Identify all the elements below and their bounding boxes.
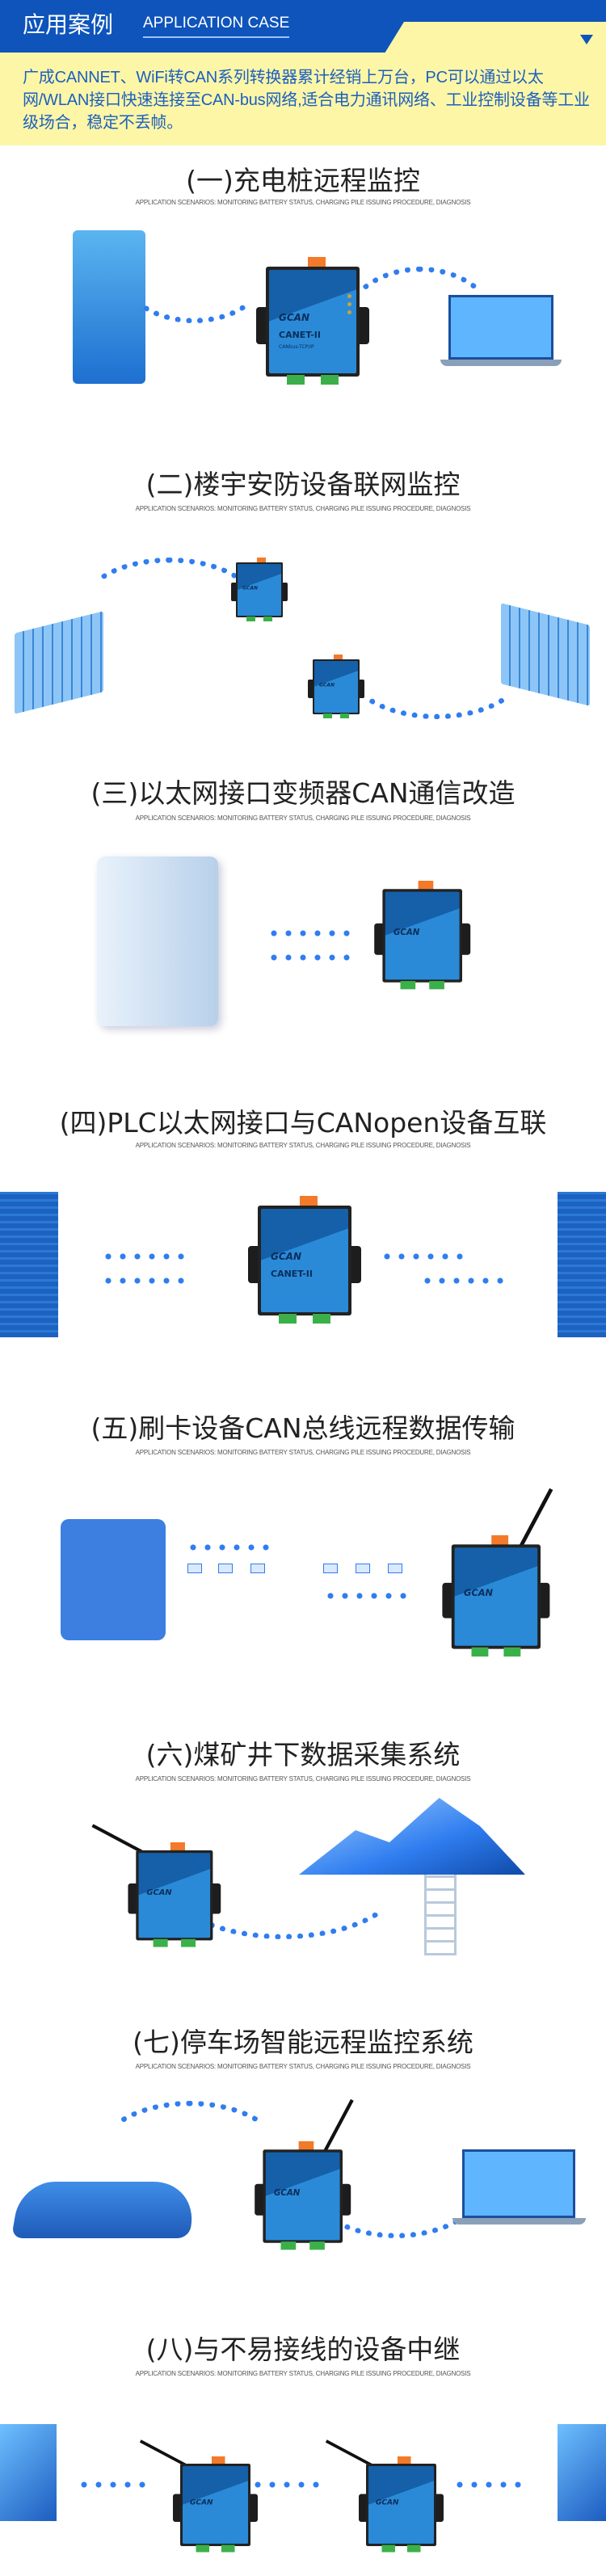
section-title-4: (四)PLC以太网接口与CANopen设备互联: [59, 1107, 547, 1139]
device-brand: GCAN: [279, 312, 309, 323]
laptop-base: [440, 360, 562, 366]
section-subtitle-4: APPLICATION SCENARIOS: MONITORING BATTER…: [135, 1142, 471, 1149]
section-subtitle-3: APPLICATION SCENARIOS: MONITORING BATTER…: [135, 814, 471, 822]
envelope-icon: [187, 1564, 202, 1573]
intro-text: 广成CANNET、WiFi转CAN系列转换器累计经销上万台，PC可以通过以太网/…: [0, 53, 606, 145]
envelope-icon: [250, 1564, 265, 1573]
canet-device: GCAN CANET-II CANbus-TCP/IP: [256, 257, 369, 386]
device-brand: GCAN: [393, 927, 420, 937]
device-model: CANET-II: [271, 1269, 313, 1279]
canet-wifi-device: GCAN: [325, 2439, 444, 2553]
connection-dots: [97, 2101, 283, 2206]
connection-dots: [347, 622, 525, 719]
device-brand: GCAN: [271, 1251, 301, 1262]
device-brand: GCAN: [146, 1887, 172, 1897]
section-subtitle-1: APPLICATION SCENARIOS: MONITORING BATTER…: [135, 199, 471, 206]
section-subtitle-8: APPLICATION SCENARIOS: MONITORING BATTER…: [135, 2370, 471, 2377]
device-brand: GCAN: [274, 2187, 301, 2198]
connection-dots: [420, 1277, 509, 1285]
connection-dots: [380, 1252, 469, 1261]
section-subtitle-7: APPLICATION SCENARIOS: MONITORING BATTER…: [135, 2063, 471, 2070]
connection-dots: [267, 953, 356, 962]
connection-dots: [307, 2133, 485, 2238]
device-model: CANET-II: [279, 330, 321, 340]
server-cube-image: [558, 2424, 606, 2521]
laptop-image: [462, 2149, 575, 2218]
plc-cabinet-image: [558, 1192, 606, 1337]
section-subtitle-5: APPLICATION SCENARIOS: MONITORING BATTER…: [135, 1449, 471, 1456]
connection-dots: [101, 1277, 190, 1285]
section-title-6: (六)煤矿井下数据采集系统: [145, 1739, 461, 1770]
plc-cabinet-image: [0, 1192, 58, 1337]
antenna-icon: [139, 2439, 187, 2467]
connection-dots: [77, 2481, 149, 2489]
device-brand: GCAN: [242, 585, 258, 591]
page-title: 应用案例: [23, 11, 114, 38]
antenna-icon: [519, 1488, 553, 1547]
header-tab-decoration: [385, 22, 606, 53]
section-title-8: (八)与不易接线的设备中继: [145, 2334, 461, 2365]
laptop-image: [448, 295, 553, 360]
canet-device: GCAN CANET-II: [248, 1196, 361, 1325]
connection-dots: [101, 1252, 190, 1261]
connection-dots: [250, 2481, 323, 2489]
section-title-2: (二)楼宇安防设备联网监控: [145, 469, 461, 500]
canet-wifi-device: GCAN: [442, 1488, 553, 1658]
section-subtitle-2: APPLICATION SCENARIOS: MONITORING BATTER…: [135, 505, 471, 512]
card-reader-image: [61, 1519, 166, 1640]
device-brand: GCAN: [190, 2498, 213, 2507]
laptop-base: [452, 2218, 586, 2225]
connection-dots: [452, 2481, 525, 2489]
connection-dots: [186, 1543, 275, 1551]
envelope-icon: [388, 1564, 402, 1573]
canet-wifi-device: GCAN: [139, 2439, 258, 2553]
section-subtitle-6: APPLICATION SCENARIOS: MONITORING BATTER…: [135, 1775, 471, 1783]
device-model-sub: CANbus-TCP/IP: [279, 344, 314, 350]
canet-wifi-device: GCAN: [255, 2098, 354, 2251]
section-title-3: (三)以太网接口变频器CAN通信改造: [90, 777, 516, 809]
connection-dots: [81, 558, 259, 655]
envelope-icon: [356, 1564, 370, 1573]
canet-device: GCAN: [231, 558, 288, 622]
canet-wifi-device: GCAN: [91, 1824, 221, 1948]
connection-dots: [267, 929, 356, 937]
connection-dots: [162, 1818, 404, 1939]
frequency-converter-image: [97, 857, 218, 1026]
connection-dots: [121, 226, 267, 323]
antenna-icon: [91, 1824, 143, 1854]
envelope-icon: [218, 1564, 233, 1573]
connection-dots: [339, 267, 501, 396]
page-title-en: APPLICATION CASE: [143, 15, 290, 38]
envelope-icon: [323, 1564, 338, 1573]
section-title-7: (七)停车场智能远程监控系统: [133, 2027, 473, 2058]
device-brand: GCAN: [319, 682, 335, 688]
server-cube-image: [0, 2424, 57, 2521]
canet-device: GCAN: [374, 881, 471, 991]
section-title-5: (五)刷卡设备CAN总线远程数据传输: [90, 1412, 516, 1444]
section-title-1: (一)充电桩远程监控: [186, 165, 420, 196]
connection-dots: [323, 1592, 412, 1600]
mine-ladder-image: [424, 1875, 457, 1955]
canet-device: GCAN: [308, 655, 364, 719]
triangle-down-icon: [580, 35, 593, 44]
device-brand: GCAN: [464, 1587, 494, 1598]
antenna-icon: [325, 2439, 372, 2467]
device-brand: GCAN: [376, 2498, 399, 2507]
